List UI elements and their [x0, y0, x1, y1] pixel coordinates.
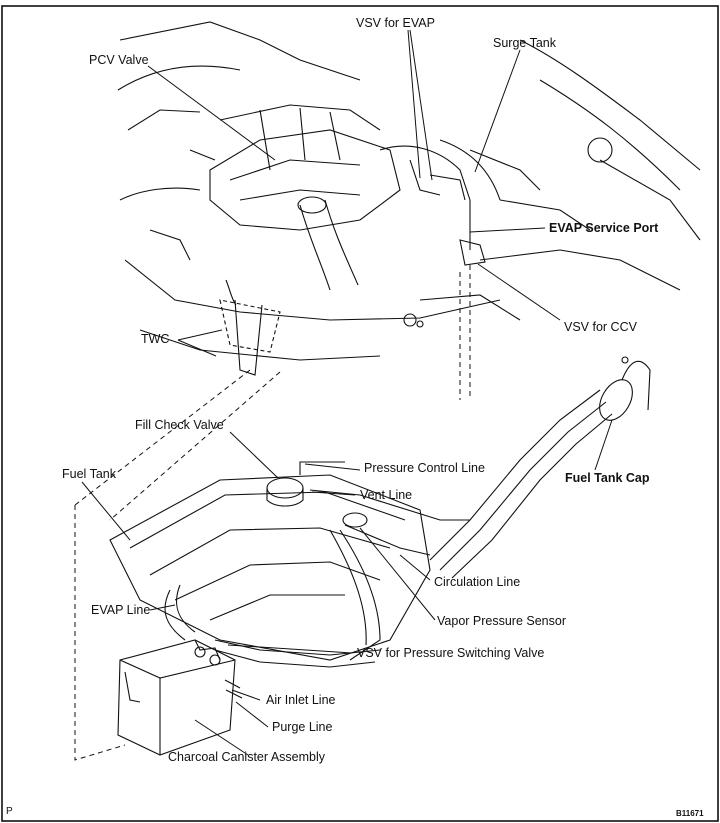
label-fuel-tank-cap: Fuel Tank Cap	[565, 471, 650, 485]
label-circulation-line: Circulation Line	[434, 575, 521, 589]
charcoal-canister-body	[117, 639, 236, 756]
label-surge-tank: Surge Tank	[493, 36, 557, 50]
label-pcv-valve: PCV Valve	[89, 53, 149, 67]
label-twc: TWC	[141, 332, 170, 346]
label-charcoal-canister-assembly: Charcoal Canister Assembly	[168, 750, 326, 764]
label-vsv-pressure-switching-valve: VSV for Pressure Switching Valve	[357, 646, 545, 660]
label-fill-check-valve: Fill Check Valve	[135, 418, 224, 432]
label-evap-service-port: EVAP Service Port	[549, 221, 659, 235]
fuel-tank-illustration	[109, 356, 651, 756]
label-pressure-control-line: Pressure Control Line	[364, 461, 485, 475]
label-purge-line: Purge Line	[272, 720, 333, 734]
label-vent-line: Vent Line	[360, 488, 413, 502]
label-vapor-pressure-sensor: Vapor Pressure Sensor	[437, 614, 566, 628]
footer-figure-code: B11671	[676, 809, 704, 818]
label-air-inlet-line: Air Inlet Line	[266, 693, 336, 707]
label-vsv-for-evap: VSV for EVAP	[356, 16, 435, 30]
routing-guide-lines	[74, 265, 471, 761]
label-evap-line: EVAP Line	[91, 603, 151, 617]
leader-lines	[81, 29, 613, 756]
label-fuel-tank: Fuel Tank	[62, 467, 116, 481]
diagram-border	[1, 5, 719, 822]
engine-bay-illustration	[117, 21, 701, 376]
label-vsv-for-ccv: VSV for CCV	[564, 320, 637, 334]
footer-page-mark: P	[6, 806, 13, 817]
